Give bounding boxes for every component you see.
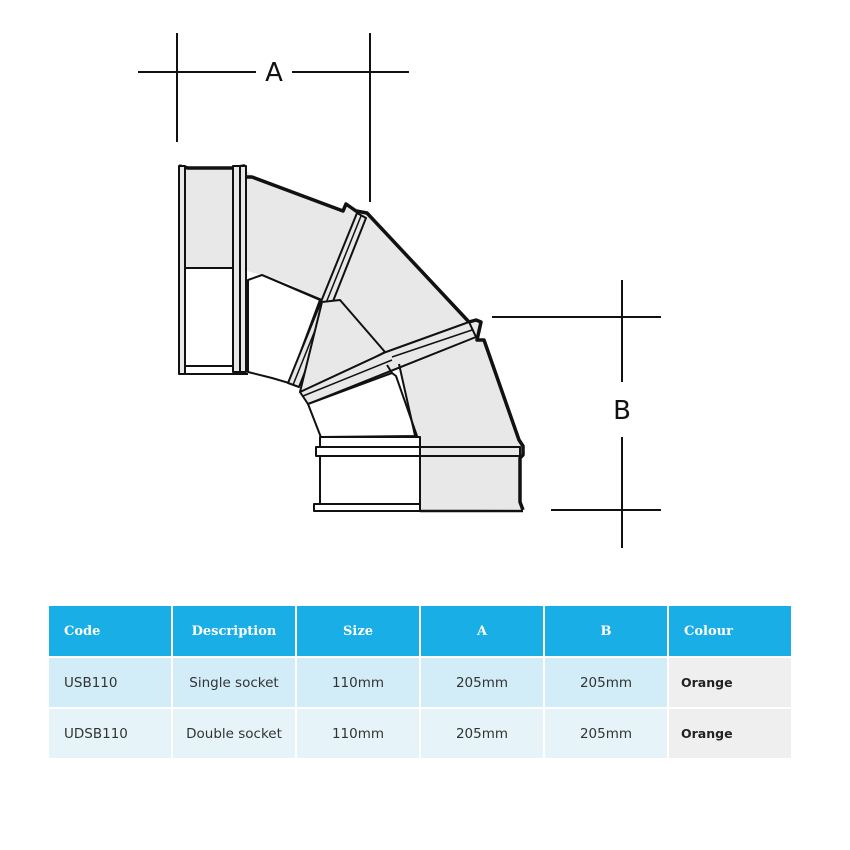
cell-description: Single socket — [173, 656, 295, 707]
dimension-a — [138, 33, 409, 202]
dimension-b — [492, 280, 661, 548]
header-description: Description — [173, 606, 295, 656]
table-row: UDSB110 Double socket 110mm 205mm 205mm … — [49, 707, 791, 758]
cell-size: 110mm — [297, 707, 419, 758]
header-size: Size — [297, 606, 419, 656]
cell-size: 110mm — [297, 656, 419, 707]
cell-b: 205mm — [545, 707, 667, 758]
dimension-a-label: A — [265, 58, 283, 88]
cell-a: 205mm — [421, 656, 543, 707]
table-row: USB110 Single socket 110mm 205mm 205mm O… — [49, 656, 791, 707]
dimension-b-label: B — [613, 396, 631, 426]
bend-fitting-diagram: A B — [138, 33, 661, 548]
table-header-row: Code Description Size A B Colour — [49, 606, 791, 656]
header-colour: Colour — [669, 606, 791, 656]
bend-fitting — [178, 164, 525, 513]
cell-code: UDSB110 — [49, 707, 171, 758]
cell-b: 205mm — [545, 656, 667, 707]
cell-colour: Orange — [669, 707, 791, 758]
cell-a: 205mm — [421, 707, 543, 758]
cell-code: USB110 — [49, 656, 171, 707]
header-code: Code — [49, 606, 171, 656]
header-a: A — [421, 606, 543, 656]
specification-table: Code Description Size A B Colour USB110 … — [47, 606, 793, 758]
header-b: B — [545, 606, 667, 656]
cell-description: Double socket — [173, 707, 295, 758]
cell-colour: Orange — [669, 656, 791, 707]
